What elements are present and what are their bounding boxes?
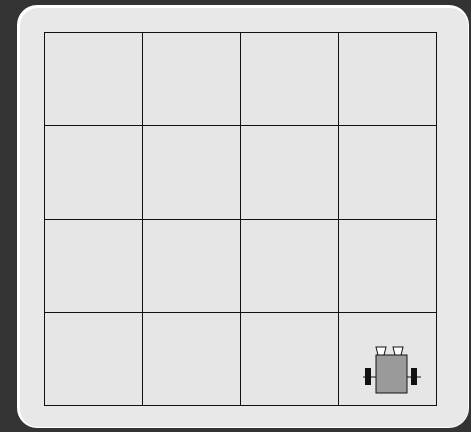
grid-cell-r1-c2 [143, 33, 241, 126]
grid-cell-r3-c3 [241, 220, 339, 313]
game-grid [44, 32, 437, 406]
grid-cell-r4-c1 [45, 313, 143, 406]
robot-icon [363, 341, 423, 397]
grid-cell-r2-c1 [45, 126, 143, 219]
grid-cell-r4-c3 [241, 313, 339, 406]
grid-cell-r2-c4 [339, 126, 437, 219]
grid-cell-r3-c4 [339, 220, 437, 313]
grid-cell-r2-c2 [143, 126, 241, 219]
grid-cell-r1-c4 [339, 33, 437, 126]
grid-cell-r4-c4 [339, 313, 437, 406]
grid-cell-r1-c3 [241, 33, 339, 126]
grid-cell-r2-c3 [241, 126, 339, 219]
grid-cell-r4-c2 [143, 313, 241, 406]
grid-cell-r1-c1 [45, 33, 143, 126]
grid-cell-r3-c1 [45, 220, 143, 313]
grid-cell-r3-c2 [143, 220, 241, 313]
